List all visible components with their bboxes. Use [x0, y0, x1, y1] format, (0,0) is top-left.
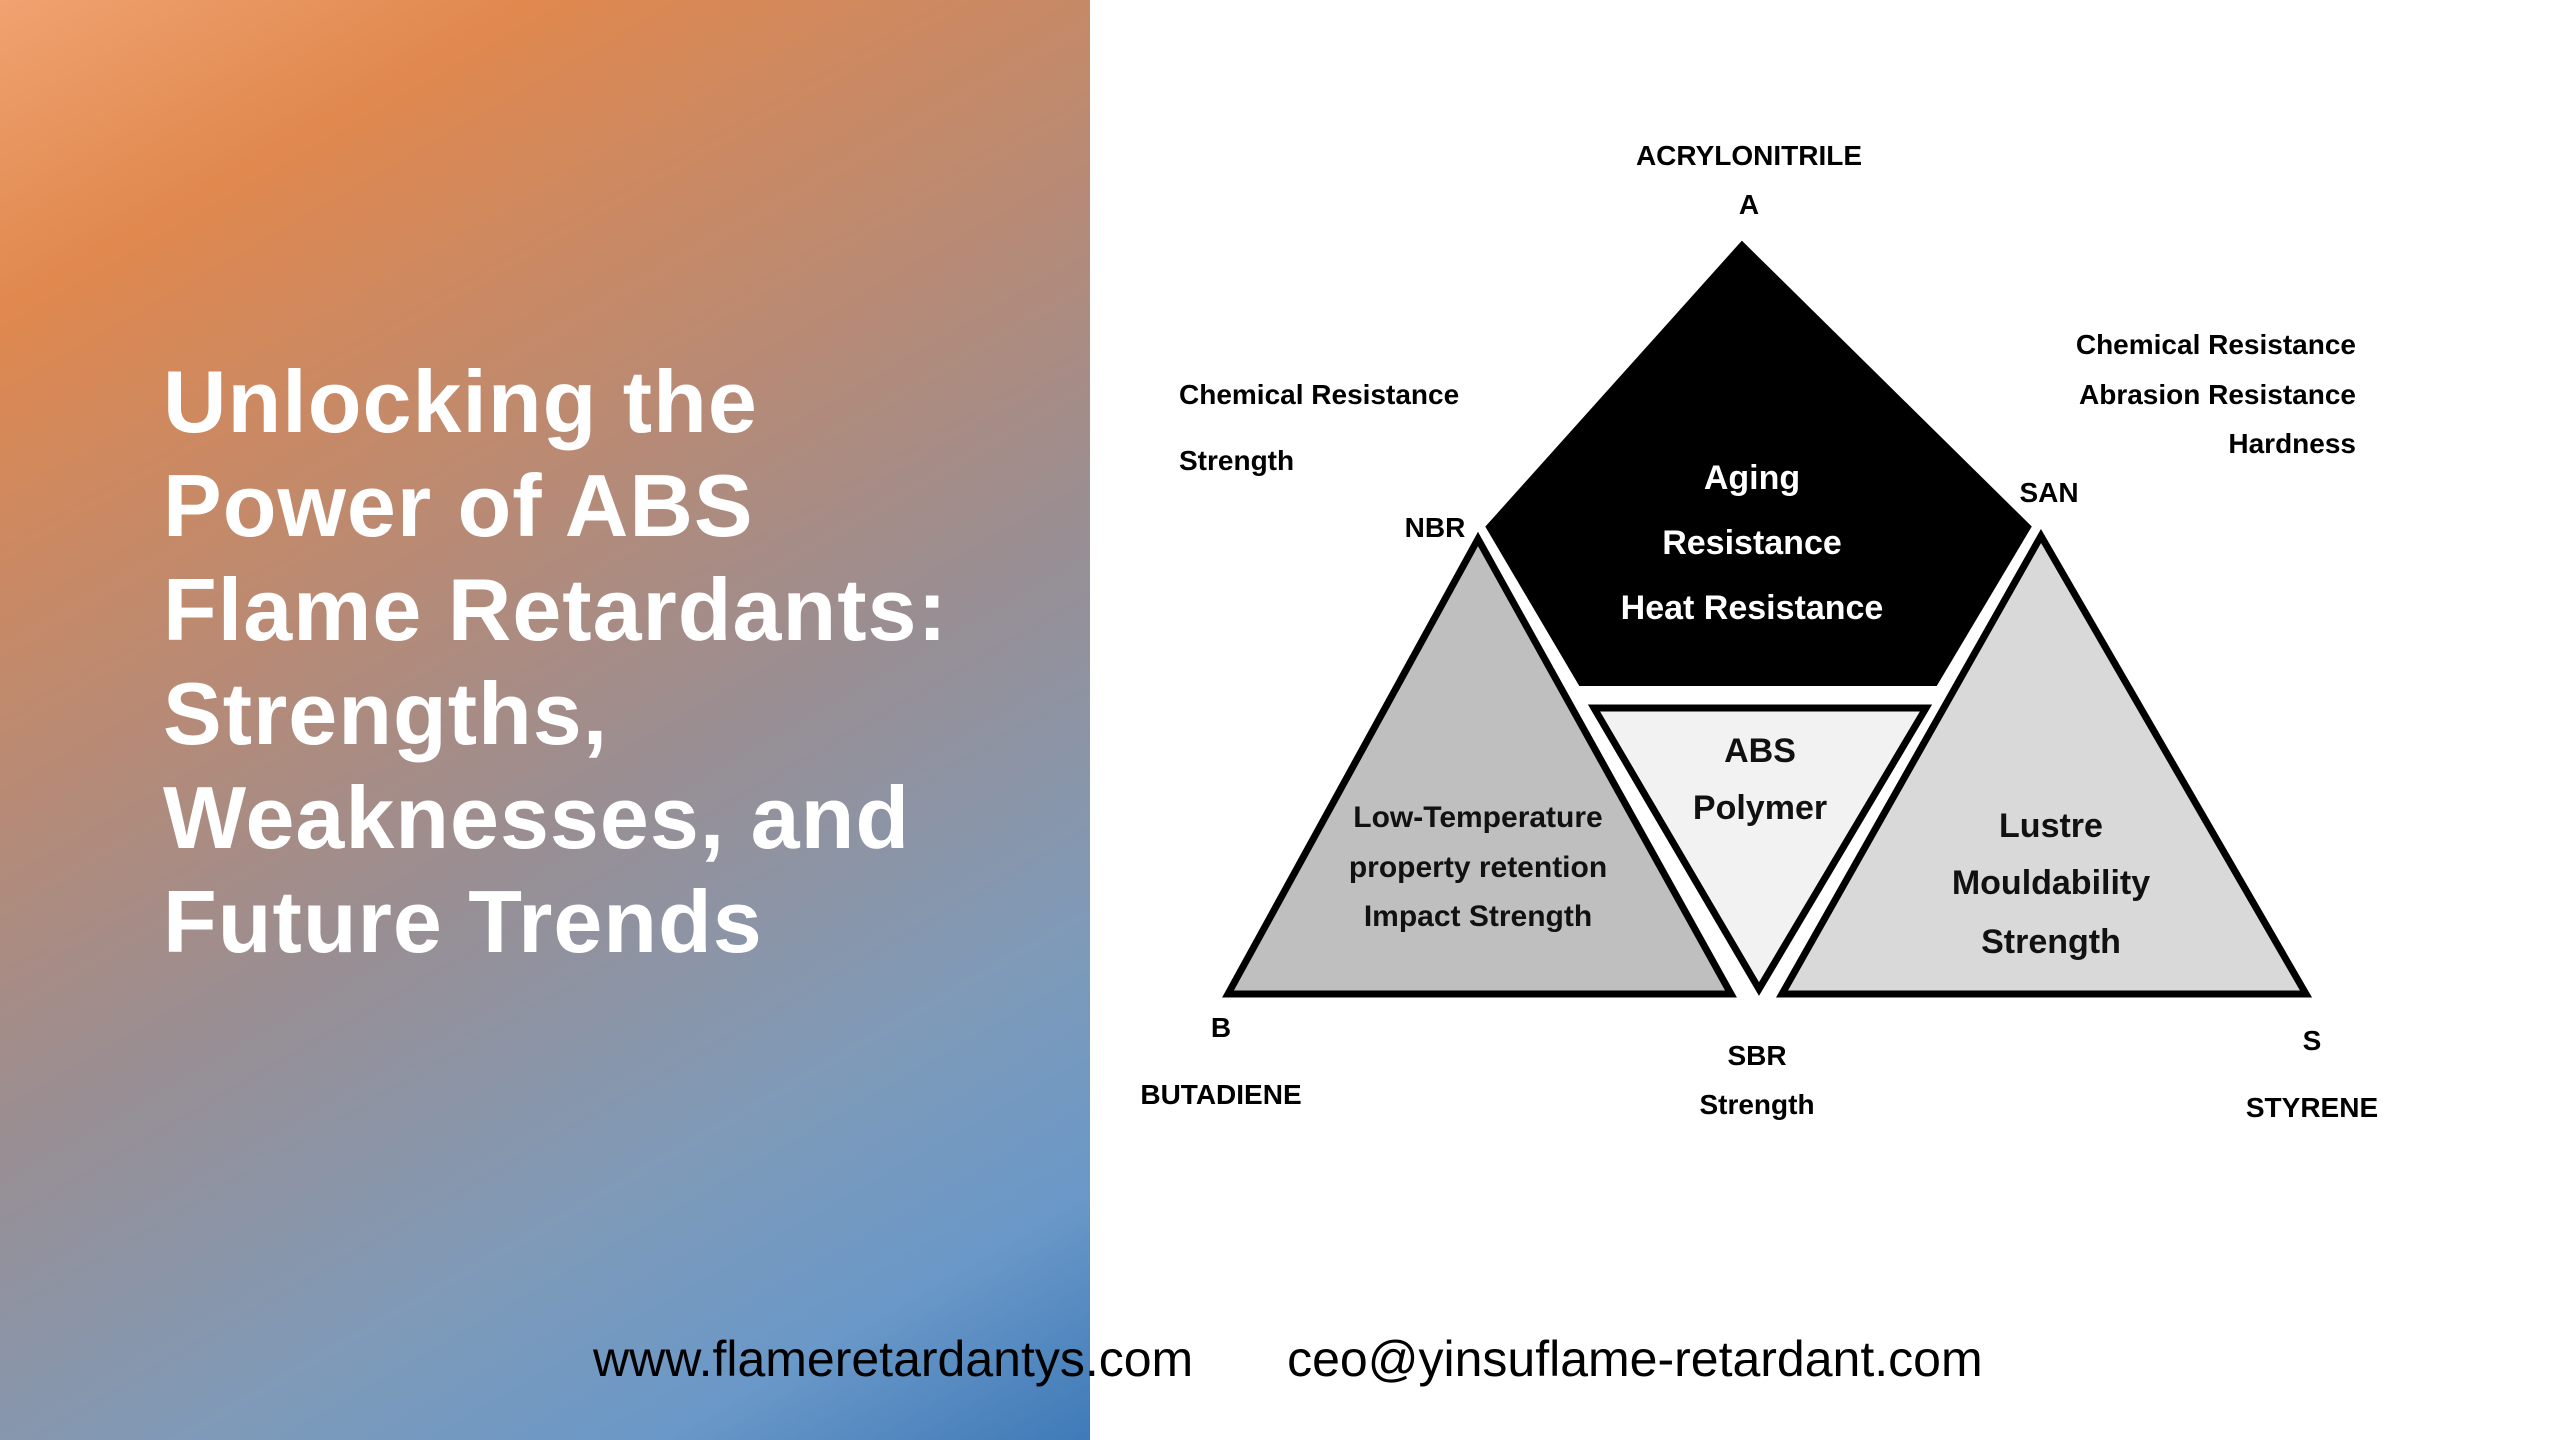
center-shape-text: Polymer — [1693, 789, 1827, 827]
san-label: SAN — [2019, 477, 2078, 508]
website-link[interactable]: www.flameretardantys.com — [593, 1331, 1194, 1387]
title-panel: Unlocking the Power of ABS Flame Retarda… — [0, 0, 1090, 1440]
abs-center-triangle — [1587, 704, 1933, 996]
nbr-prop: Chemical Resistance — [1179, 379, 1459, 410]
title-line: Power of ABS — [163, 456, 754, 555]
b-label: B — [1211, 1012, 1231, 1043]
title-line: Flame Retardants: — [163, 560, 948, 659]
left-shape-text: Low-Temperature — [1353, 801, 1602, 834]
left-shape-text: property retention — [1349, 851, 1607, 884]
right-shape-text: Strength — [1981, 923, 2121, 961]
butadiene-label: BUTADIENE — [1140, 1079, 1301, 1110]
styrene-triangle — [1775, 528, 2313, 998]
nbr-label: NBR — [1405, 512, 1466, 543]
title-line: Weaknesses, and — [163, 768, 911, 867]
san-prop: Abrasion Resistance — [2079, 379, 2356, 410]
a-label: A — [1739, 189, 1759, 220]
left-shape-text: Impact Strength — [1364, 900, 1592, 933]
san-prop: Hardness — [2228, 428, 2356, 459]
top-shape-text: Resistance — [1662, 524, 1842, 562]
footer-contact: www.flameretardantys.com ceo@yinsuflame-… — [593, 1330, 1983, 1388]
title-line: Future Trends — [163, 872, 763, 971]
right-shape-text: Mouldability — [1952, 864, 2150, 902]
email-link[interactable]: ceo@yinsuflame-retardant.com — [1287, 1331, 1983, 1387]
page-title: Unlocking the Power of ABS Flame Retarda… — [163, 350, 948, 974]
acrylonitrile-pentagon — [1485, 240, 2032, 686]
right-shape-text: Lustre — [1999, 807, 2103, 845]
top-shape-text: Heat Resistance — [1621, 589, 1884, 627]
san-prop: Chemical Resistance — [2076, 329, 2356, 360]
sbr-prop: Strength — [1699, 1089, 1814, 1120]
acrylonitrile-label: ACRYLONITRILE — [1636, 140, 1862, 171]
title-line: Strengths, — [163, 664, 609, 763]
styrene-label: STYRENE — [2246, 1092, 2378, 1123]
sbr-label: SBR — [1727, 1040, 1786, 1071]
nbr-prop: Strength — [1179, 445, 1294, 476]
center-shape-text: ABS — [1724, 732, 1796, 770]
s-label: S — [2303, 1025, 2322, 1056]
top-shape-text: Aging — [1704, 459, 1800, 497]
title-line: Unlocking the — [163, 352, 758, 451]
butadiene-triangle — [1222, 531, 1737, 998]
